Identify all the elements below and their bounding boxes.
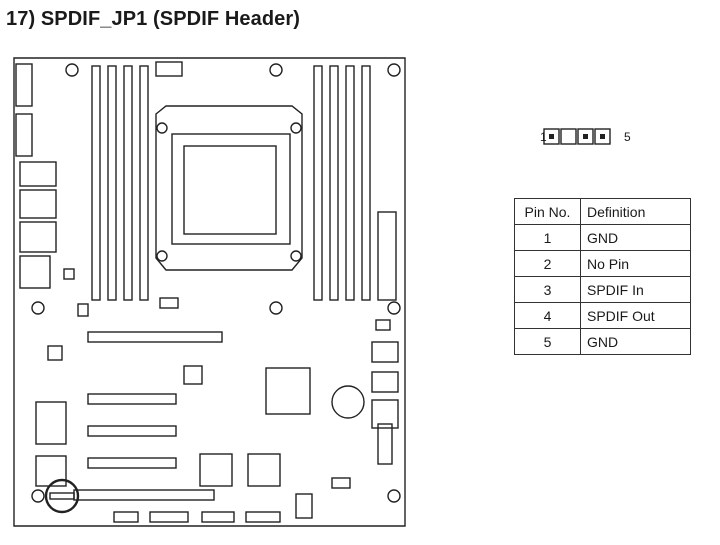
pin-definition-cell: SPDIF In [580,276,691,303]
column-header-definition: Definition [580,198,691,225]
section-heading: 17) SPDIF_JP1 (SPDIF Header) [6,8,301,30]
pin-diagram [543,128,611,145]
pin-number-cell: 2 [514,250,581,277]
pin-definition-table: Pin No. Definition 1 GND 2 No Pin 3 SPDI… [514,198,691,355]
pin-number-cell: 5 [514,328,581,355]
table-row: 4 SPDIF Out [514,302,691,329]
motherboard-diagram [13,57,406,527]
pin-number-cell: 3 [514,276,581,303]
table-row: 3 SPDIF In [514,276,691,303]
table-row: 2 No Pin [514,250,691,277]
pin-number-cell: 1 [514,224,581,251]
table-row: 1 GND [514,224,691,251]
table-header-row: Pin No. Definition [514,198,691,225]
pin-definition-cell: SPDIF Out [580,302,691,329]
pin-definition-cell: No Pin [580,250,691,277]
pin-first-label: 1 [540,130,547,144]
pin-definition-cell: GND [580,224,691,251]
pin-number-cell: 4 [514,302,581,329]
pin-definition-cell: GND [580,328,691,355]
pin-last-label: 5 [624,130,631,144]
column-header-pin-no: Pin No. [514,198,581,225]
table-row: 5 GND [514,328,691,355]
